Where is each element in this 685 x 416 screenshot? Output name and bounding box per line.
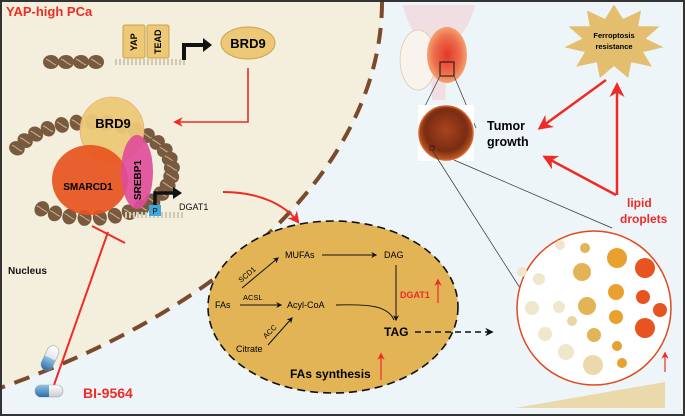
lipid-droplet	[608, 284, 624, 300]
lipid-droplet	[538, 327, 552, 341]
srebp1-label: SREBP1	[133, 160, 144, 200]
ferroptosis-line2: resistance	[595, 42, 632, 51]
node-tag: TAG	[384, 325, 408, 339]
lipid-droplet	[573, 263, 591, 281]
tumor-growth-line2: growth	[487, 135, 529, 149]
lipid-droplet	[653, 303, 667, 317]
lipid-droplet	[587, 328, 601, 342]
figure-title: YAP-high PCa	[6, 4, 93, 19]
yap-label: YAP	[129, 33, 139, 51]
lipid-droplet	[517, 267, 527, 277]
lipid-droplet	[635, 258, 655, 278]
enzyme-dgat1: DGAT1	[400, 290, 430, 300]
tumor-growth-line1: Tumor	[487, 119, 525, 133]
lipid-droplet	[525, 301, 539, 315]
node-dag: DAG	[384, 250, 404, 260]
tead-label: TEAD	[153, 29, 163, 54]
smarcd1-label: SMARCD1	[63, 182, 113, 193]
enzyme-acsl: ACSL	[243, 293, 263, 302]
lipid-droplet	[636, 290, 650, 304]
smarcd1-protein	[52, 145, 128, 215]
lipid-droplets-line1: lipid	[627, 196, 652, 210]
lipid-droplet	[578, 297, 596, 315]
ferroptosis-line1: Ferroptosis	[593, 31, 634, 40]
brd9-label-complex: BRD9	[95, 116, 130, 131]
lipid-droplet	[558, 344, 574, 360]
inhibitor-label: BI-9564	[83, 385, 133, 401]
lipid-droplet	[617, 358, 627, 368]
fas-synthesis-title: FAs synthesis	[290, 367, 371, 381]
tumor-histology-image	[419, 106, 473, 160]
nucleus-label: Nucleus	[8, 266, 47, 277]
brd9-label-top: BRD9	[230, 36, 265, 51]
node-acyl-coa: Acyl-CoA	[287, 300, 325, 310]
lipid-droplet	[583, 355, 603, 375]
lipid-droplets-line2: droplets	[620, 212, 668, 226]
node-mufas: MUFAs	[285, 250, 315, 260]
lipid-droplet	[553, 301, 565, 313]
lipid-droplet	[555, 240, 565, 250]
lipid-droplet	[533, 273, 545, 285]
dgat1-gene-label: DGAT1	[179, 202, 208, 212]
lipid-droplet	[609, 310, 623, 324]
lipid-droplet	[607, 248, 627, 268]
lipid-droplet	[580, 243, 590, 253]
lipid-droplet	[612, 341, 622, 351]
phospho-label: P	[152, 207, 157, 216]
lipid-droplet	[567, 316, 577, 326]
node-citrate: Citrate	[236, 344, 263, 354]
lipid-droplet	[635, 318, 655, 338]
node-fas: FAs	[215, 300, 231, 310]
